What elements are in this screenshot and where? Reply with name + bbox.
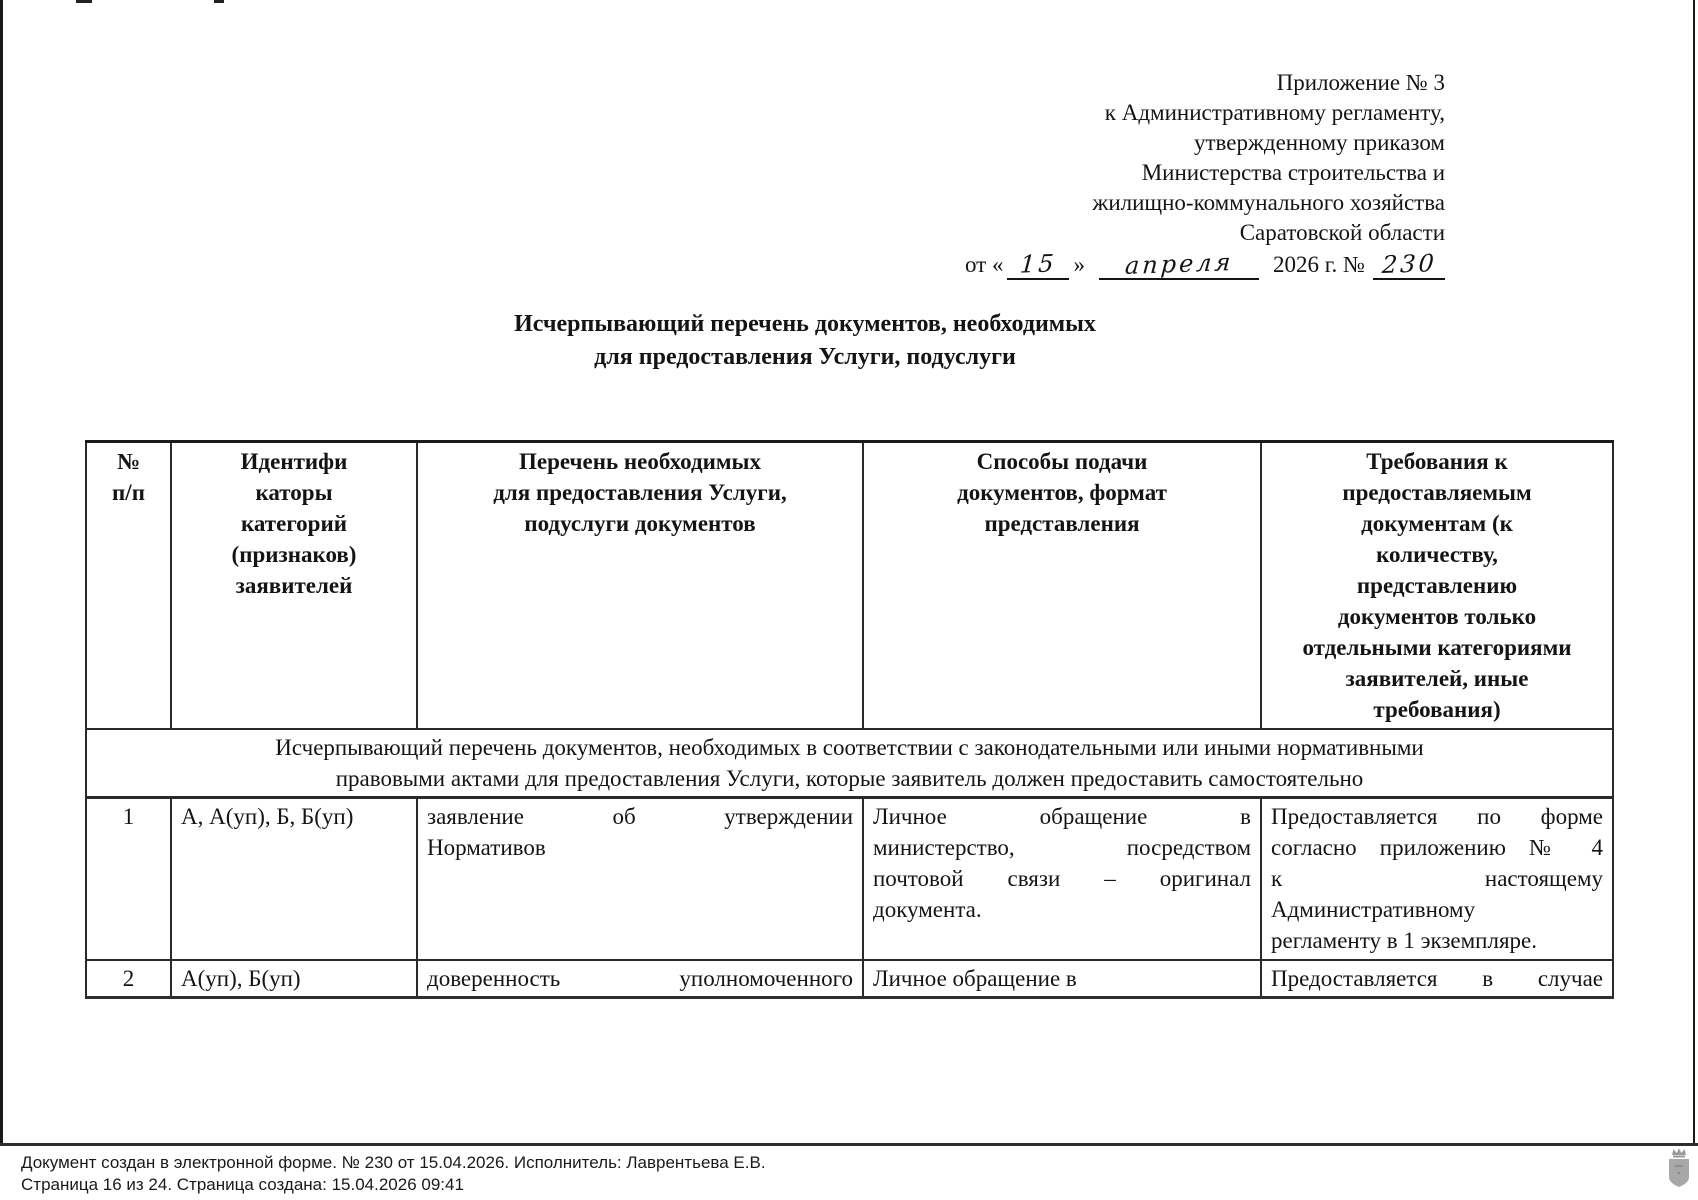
footer-separator-line <box>0 1143 1698 1146</box>
coat-of-arms-icon <box>1669 1148 1689 1187</box>
appendix-line: Приложение № 3 <box>1276 70 1445 95</box>
date-year-part: 2026 г. № <box>1272 252 1365 277</box>
handwritten-month: апреля <box>1123 248 1235 280</box>
row-documents-cell: заявление об утверждении Нормативов <box>416 796 864 961</box>
appendix-line: жилищно-коммунального хозяйства <box>1092 190 1445 215</box>
table-section-row: Исчерпывающий перечень документов, необх… <box>85 727 1614 799</box>
handwritten-day: 15 <box>1019 249 1058 279</box>
scan-artifact <box>214 0 224 3</box>
date-prefix: от « <box>964 252 1004 277</box>
row-requirements-cell: Предоставляется в случае <box>1260 959 1614 999</box>
row-requirements-cell: Предоставляется по форме согласно прилож… <box>1260 796 1614 961</box>
title-line-1: Исчерпывающий перечень документов, необх… <box>514 311 1096 337</box>
appendix-line: Министерства строительства и <box>1141 160 1445 185</box>
handwritten-number: 230 <box>1380 249 1438 279</box>
appendix-block: Приложение № 3 к Административному регла… <box>805 68 1445 280</box>
table-row: 1 А, А(уп), Б, Б(уп) заявление об утверж… <box>85 796 1614 961</box>
documents-table: № п/п Идентифи каторы категорий (признак… <box>85 440 1614 999</box>
row-number-cell: 1 <box>85 796 172 961</box>
row-submission-cell: Личное обращение в министерство, посредс… <box>862 796 1262 961</box>
table-header-row: № п/п Идентифи каторы категорий (признак… <box>85 440 1614 730</box>
col-header-identifiers: Идентифи каторы категорий (признаков) за… <box>170 440 418 730</box>
row-number-cell: 2 <box>85 959 172 999</box>
appendix-date-line: от « 15 » апреля 2026 г. № 230 <box>805 248 1445 280</box>
date-day-blank: 15 <box>1007 249 1070 280</box>
appendix-line: утвержденному приказом <box>1194 130 1445 155</box>
col-header-submission: Способы подачи документов, формат предст… <box>862 440 1262 730</box>
page-right-border <box>1693 0 1695 1146</box>
date-number-blank: 230 <box>1373 249 1445 280</box>
date-close-quote: » <box>1073 252 1085 277</box>
title-line-2: для предоставления Услуги, подуслуги <box>594 344 1016 370</box>
appendix-line: к Административному регламенту, <box>1104 100 1445 125</box>
row-categories-cell: А, А(уп), Б, Б(уп) <box>170 796 418 961</box>
row-documents-cell: доверенность уполномоченного <box>416 959 864 999</box>
footer-document-info: Документ создан в электронной форме. № 2… <box>21 1153 766 1172</box>
edms-footer: Документ создан в электронной форме. № 2… <box>21 1152 766 1196</box>
date-month-blank: апреля <box>1098 248 1259 280</box>
row-categories-cell: А(уп), Б(уп) <box>170 959 418 999</box>
document-title: Исчерпывающий перечень документов, необх… <box>85 308 1525 374</box>
col-header-requirements: Требования к предоставляемым документам … <box>1260 440 1614 730</box>
col-header-num: № п/п <box>85 440 172 730</box>
row-submission-cell: Личное обращение в <box>862 959 1262 999</box>
section-row-cell: Исчерпывающий перечень документов, необх… <box>85 727 1614 799</box>
col-header-documents: Перечень необходимых для предоставления … <box>416 440 864 730</box>
appendix-line: Саратовской области <box>1239 220 1445 245</box>
table-row: 2 А(уп), Б(уп) доверенность уполномоченн… <box>85 959 1614 999</box>
scan-artifact <box>76 0 92 3</box>
page-left-border <box>0 0 3 1146</box>
footer-page-info: Страница 16 из 24. Страница создана: 15.… <box>21 1175 464 1194</box>
